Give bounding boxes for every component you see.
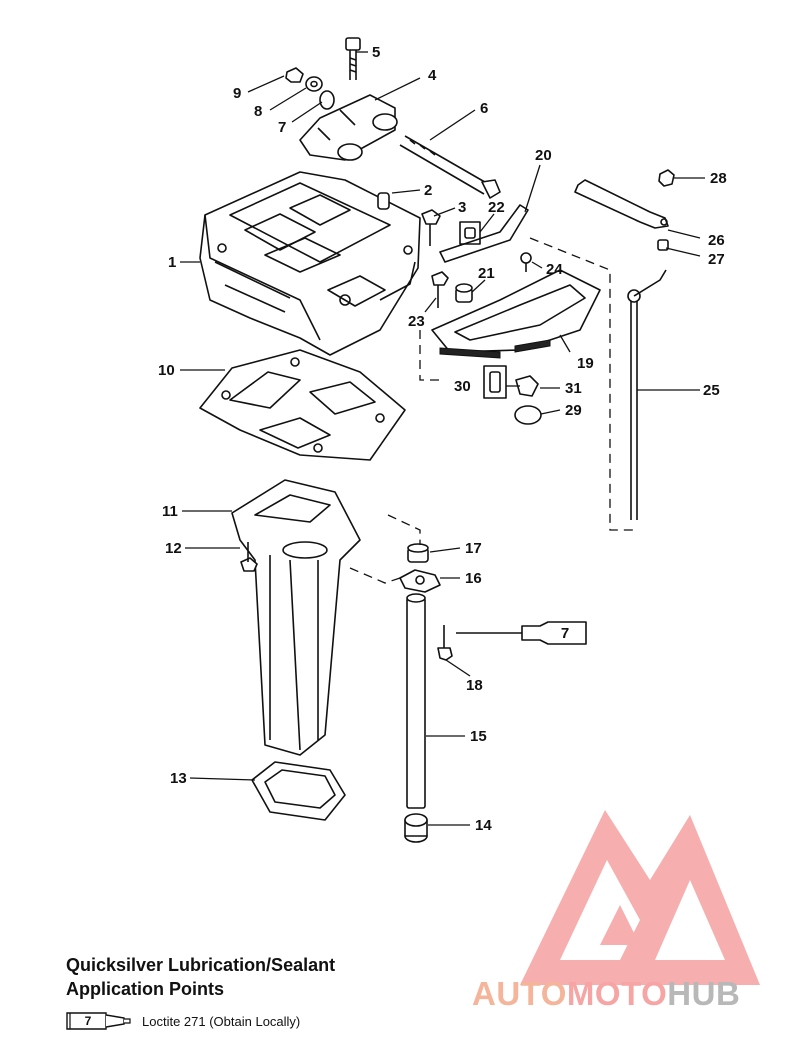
callout-15: 15 xyxy=(470,728,487,745)
callout-17: 17 xyxy=(465,540,482,557)
assembly-line xyxy=(387,514,421,545)
automotohub-watermark: AUTOMOTOHUB xyxy=(472,975,740,1013)
callout-9: 9 xyxy=(233,85,241,102)
washer-8-part xyxy=(305,76,323,92)
nut-28-part xyxy=(658,169,675,187)
lever-part xyxy=(574,179,669,229)
callout-29: 29 xyxy=(565,402,582,419)
gasket-part xyxy=(199,349,406,461)
legend-item: 7 Loctite 271 (Obtain Locally) xyxy=(66,1010,300,1032)
legend-item-text: Loctite 271 (Obtain Locally) xyxy=(142,1013,301,1029)
plug-part xyxy=(455,283,473,303)
callout-30: 30 xyxy=(454,378,471,395)
assembly-line xyxy=(529,237,635,531)
screw-3-part xyxy=(421,209,441,246)
assembly-line xyxy=(349,567,401,584)
callout-26: 26 xyxy=(708,232,725,249)
adapter-plate-part xyxy=(199,171,421,356)
callout-27: 27 xyxy=(708,251,725,268)
callout-8: 8 xyxy=(254,103,262,120)
bolt-5-part xyxy=(345,37,361,80)
watermark-hub: HUB xyxy=(667,975,741,1012)
callout-13: 13 xyxy=(170,770,187,787)
callout-6: 6 xyxy=(480,100,488,117)
legend-title-line1: Quicksilver Lubrication/Sealant xyxy=(66,955,336,975)
callout-12: 12 xyxy=(165,540,182,557)
baffle-part xyxy=(439,204,529,263)
assembly-line xyxy=(419,330,440,381)
sealant-tube-number: 7 xyxy=(561,625,569,642)
callout-31: 31 xyxy=(565,380,582,397)
legend-tube-number: 7 xyxy=(85,1014,92,1028)
long-bolt-part xyxy=(399,135,501,199)
callout-16: 16 xyxy=(465,570,482,587)
callout-20: 20 xyxy=(535,147,552,164)
pivot-part xyxy=(657,239,669,251)
callout-1: 1 xyxy=(168,254,176,271)
callout-14: 14 xyxy=(475,817,492,834)
callout-11: 11 xyxy=(162,503,178,520)
seal-part xyxy=(251,761,346,821)
nut-9-part xyxy=(285,67,304,83)
watermark-moto: MOTO xyxy=(566,975,668,1012)
callout-22: 22 xyxy=(488,199,505,216)
screw-24-part xyxy=(520,252,532,272)
washer-8-hole xyxy=(310,80,318,88)
automotohub-logo xyxy=(520,810,760,985)
screw-12-part xyxy=(240,542,258,572)
callout-3: 3 xyxy=(458,199,466,216)
callout-23: 23 xyxy=(408,313,425,330)
screw-18-part xyxy=(437,625,453,661)
fitting-part xyxy=(483,365,507,399)
callout-21: 21 xyxy=(478,265,495,282)
guide-part xyxy=(399,569,441,593)
bracket-part xyxy=(299,94,398,161)
washer-7-part xyxy=(319,90,335,110)
callout-2: 2 xyxy=(424,182,432,199)
dowel-pin-part xyxy=(377,192,390,210)
callout-28: 28 xyxy=(710,170,727,187)
callout-25: 25 xyxy=(703,382,720,399)
callout-5: 5 xyxy=(372,44,380,61)
legend-title-line2: Application Points xyxy=(66,979,225,999)
clamp-part xyxy=(515,375,539,397)
callout-4: 4 xyxy=(428,67,437,84)
sealant-tube-legend-icon: 7 xyxy=(66,1012,131,1030)
sealant-tube-icon: 7 xyxy=(456,621,587,645)
callout-18: 18 xyxy=(466,677,483,694)
seal-17-part xyxy=(407,543,429,563)
cap-part xyxy=(514,405,542,425)
watermark-auto: AUTO xyxy=(472,975,567,1012)
clip-part xyxy=(459,221,481,245)
link-rod-part xyxy=(627,269,667,520)
water-tube-part xyxy=(406,593,426,809)
callout-10: 10 xyxy=(158,362,175,379)
callout-7: 7 xyxy=(278,119,286,136)
screw-23-part xyxy=(431,271,449,308)
exhaust-cover-part xyxy=(431,269,601,359)
callout-24: 24 xyxy=(546,261,563,278)
callout-19: 19 xyxy=(577,355,594,372)
exhaust-housing-part xyxy=(231,479,361,756)
grommet-part xyxy=(404,813,428,843)
